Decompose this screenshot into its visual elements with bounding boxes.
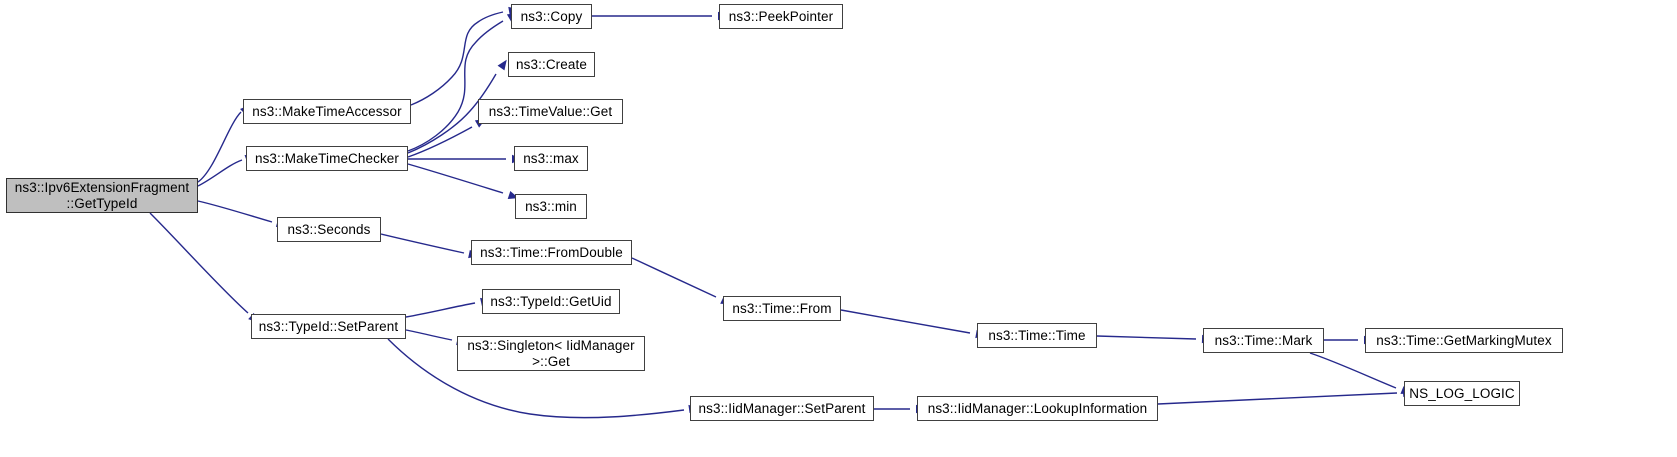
graph-edge-timetime-to-mark: [1096, 335, 1197, 340]
graph-node-label: ns3::IidManager::LookupInformation: [927, 400, 1148, 416]
graph-node-label: ns3::min: [525, 198, 577, 214]
graph-node-singleton[interactable]: ns3::Singleton< IidManager >::Get: [457, 336, 645, 371]
graph-node-label: ns3::Copy: [520, 8, 583, 24]
graph-node-label: ns3::Time::FromDouble: [480, 244, 623, 260]
graph-node-checker[interactable]: ns3::MakeTimeChecker: [246, 146, 408, 171]
graph-node-label: ns3::IidManager::SetParent: [698, 400, 866, 416]
graph-node-label: ns3::Seconds: [287, 221, 371, 237]
graph-node-max[interactable]: ns3::max: [514, 146, 588, 171]
graph-edge-root-to-seconds: [197, 200, 273, 223]
graph-node-label: ns3::PeekPointer: [728, 8, 834, 24]
graph-edge-seconds-to-fromdouble: [380, 233, 465, 254]
graph-node-min[interactable]: ns3::min: [515, 194, 587, 219]
graph-node-label: ns3::TypeId::GetUid: [490, 293, 612, 309]
graph-edge-checker-to-timevalueget: [407, 126, 473, 158]
graph-node-setparent[interactable]: ns3::TypeId::SetParent: [251, 314, 406, 339]
graph-edge-root-to-checker: [197, 159, 243, 187]
graph-node-copy[interactable]: ns3::Copy: [511, 4, 592, 29]
graph-edge-accessor-to-copy: [410, 11, 504, 106]
graph-node-timefrom[interactable]: ns3::Time::From: [723, 296, 841, 321]
graph-node-label: ns3::Time::Time: [988, 327, 1086, 343]
graph-node-fromdouble[interactable]: ns3::Time::FromDouble: [471, 240, 632, 265]
graph-edge-checker-to-copy: [407, 20, 504, 152]
graph-edge-root-to-accessor: [197, 111, 242, 183]
graph-edge-root-to-setparent: [149, 212, 249, 314]
graph-node-getmarkingmutex[interactable]: ns3::Time::GetMarkingMutex: [1365, 328, 1563, 353]
graph-node-seconds[interactable]: ns3::Seconds: [277, 217, 381, 242]
graph-node-root: ns3::Ipv6ExtensionFragment ::GetTypeId: [6, 178, 198, 213]
graph-node-label: ns3::Time::From: [732, 300, 832, 316]
graph-node-timetime[interactable]: ns3::Time::Time: [977, 323, 1097, 348]
graph-node-nsloglogic[interactable]: NS_LOG_LOGIC: [1404, 381, 1520, 406]
graph-node-label: ns3::TimeValue::Get: [488, 103, 613, 119]
graph-node-label: ns3::MakeTimeAccessor: [252, 103, 402, 119]
graph-node-accessor[interactable]: ns3::MakeTimeAccessor: [243, 99, 411, 124]
graph-node-mark[interactable]: ns3::Time::Mark: [1203, 328, 1324, 353]
graph-node-timevalueget[interactable]: ns3::TimeValue::Get: [478, 99, 623, 124]
graph-node-create[interactable]: ns3::Create: [508, 52, 595, 77]
graph-edge-setparent-to-getuid: [405, 302, 476, 318]
graph-node-label: ns3::Time::GetMarkingMutex: [1376, 332, 1552, 348]
graph-edge-setparent-to-singleton: [405, 329, 453, 341]
graph-edge-checker-to-min: [407, 163, 504, 194]
graph-node-label: ns3::TypeId::SetParent: [258, 318, 399, 334]
graph-edge-lookupinfo-to-nsloglogic: [1157, 392, 1398, 405]
graph-node-lookupinfo[interactable]: ns3::IidManager::LookupInformation: [917, 396, 1158, 421]
graph-edge-mark-to-nsloglogic: [1309, 352, 1397, 389]
graph-node-peekpointer[interactable]: ns3::PeekPointer: [719, 4, 843, 29]
graph-node-label: ns3::Time::Mark: [1214, 332, 1313, 348]
graph-node-label: ns3::Ipv6ExtensionFragment ::GetTypeId: [14, 179, 190, 211]
graph-node-iidsetparent[interactable]: ns3::IidManager::SetParent: [690, 396, 874, 421]
graph-node-label: NS_LOG_LOGIC: [1409, 385, 1515, 401]
graph-node-label: ns3::Create: [516, 56, 587, 72]
graph-edge-timefrom-to-timetime: [840, 309, 971, 334]
graph-node-getuid[interactable]: ns3::TypeId::GetUid: [482, 289, 620, 314]
graph-node-label: ns3::max: [523, 150, 579, 166]
graph-node-label: ns3::Singleton< IidManager >::Get: [467, 337, 635, 369]
graph-node-label: ns3::MakeTimeChecker: [254, 150, 400, 166]
graph-edge-fromdouble-to-timefrom: [631, 257, 717, 298]
